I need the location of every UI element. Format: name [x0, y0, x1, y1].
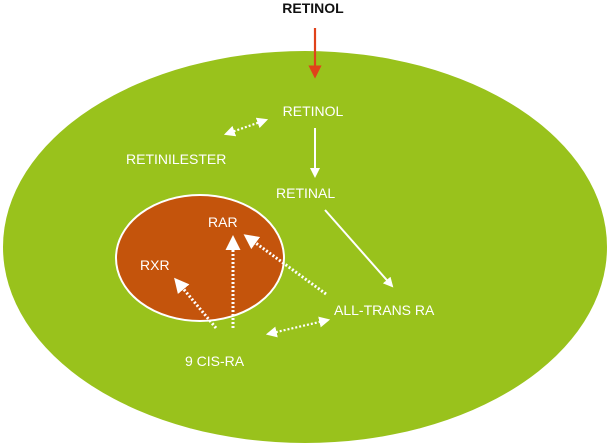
retinal-alltrans-arrow: [324, 209, 394, 288]
alltrans-ra-label: ALL-TRANS RA: [334, 302, 435, 318]
rxr-label: RXR: [140, 257, 170, 273]
alltrans-rar-arrow: [243, 234, 327, 296]
cell-ellipse: [3, 51, 607, 443]
cisra-rxr-arrow: [174, 277, 218, 329]
retinilester-label: RETINILESTER: [126, 151, 226, 167]
retinol-inside-label: RETINOL: [283, 103, 344, 119]
retinal-label: RETINAL: [276, 185, 335, 201]
nucleus-ellipse: [115, 194, 285, 322]
retinol-outside-label: RETINOL: [282, 0, 344, 16]
rar-label: RAR: [208, 214, 238, 230]
cis-ra-label: 9 CIS-RA: [185, 353, 245, 369]
retinol-retinilester-arrow: [223, 117, 269, 137]
